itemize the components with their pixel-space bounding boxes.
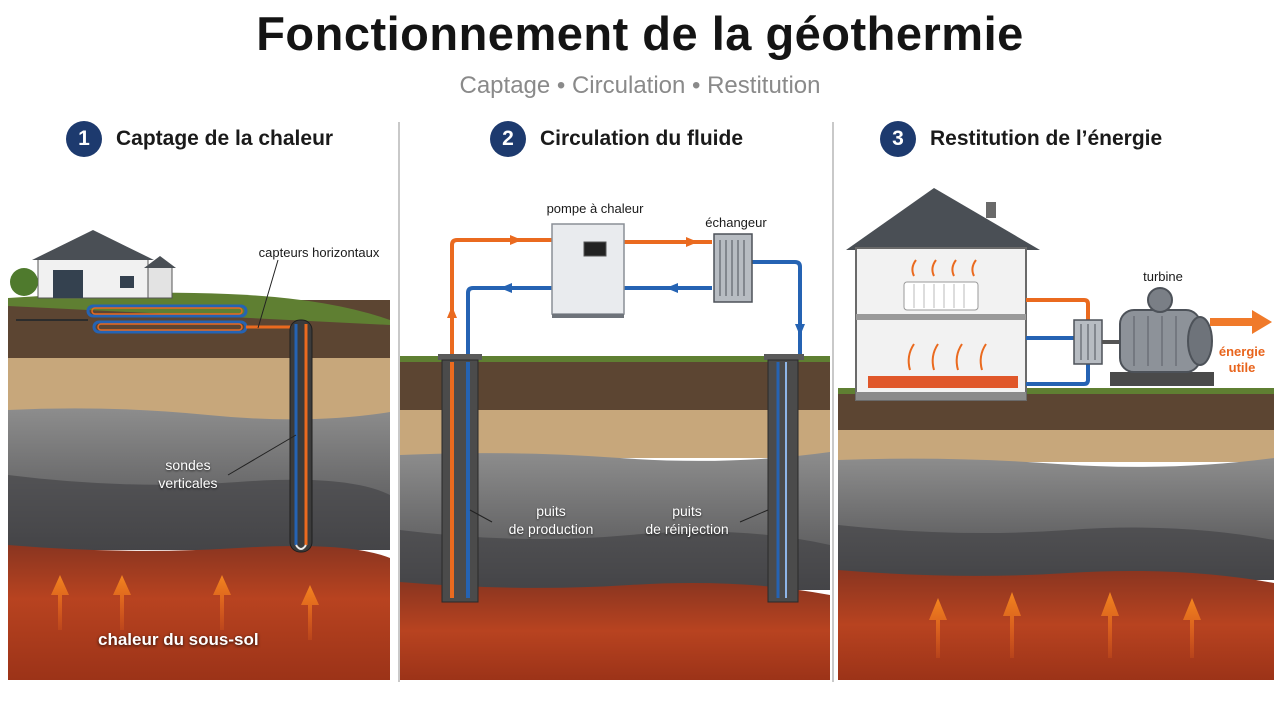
radiator-icon <box>903 281 979 311</box>
circulation-pipes <box>447 235 805 360</box>
house-icon <box>846 188 1040 401</box>
label-probes-line1: sondes <box>165 457 211 473</box>
circulation-illustration <box>400 223 830 680</box>
magma-layer <box>838 570 1274 680</box>
section-number-2: 2 <box>490 121 526 157</box>
heat-arrow-icon <box>51 575 319 640</box>
magma-layer <box>8 545 390 680</box>
divider-2 <box>832 122 834 682</box>
house-icon <box>10 230 176 299</box>
heat-pump-icon <box>551 223 625 318</box>
label-probes-line2: verticales <box>158 475 218 491</box>
vertical-probe <box>289 319 313 553</box>
output-arrow-icon <box>1210 310 1272 334</box>
section-header-1: 1 Captage de la chaleur <box>66 120 333 158</box>
restitution-illustration <box>838 188 1274 680</box>
heat-arrow-icon <box>929 592 1201 658</box>
label-underground-heat: chaleur du sous-sol <box>98 630 259 649</box>
grass-surface <box>8 292 390 325</box>
page-subtitle: Captage • Circulation • Restitution <box>459 72 821 99</box>
section-title-3: Restitution de l’énergie <box>930 127 1163 150</box>
heat-exchanger-icon <box>713 233 753 303</box>
horizontal-collectors <box>16 304 298 334</box>
label-turbine: turbine <box>1143 269 1183 284</box>
panel-circulation: pompe à chaleur échangeur puits de produ… <box>400 190 830 680</box>
label-production-line2: de production <box>508 521 594 537</box>
captage-illustration <box>8 230 390 680</box>
section-title-1: Captage de la chaleur <box>116 127 334 150</box>
reinjection-well <box>764 354 804 603</box>
page-title: Fonctionnement de la géothermie <box>256 7 1024 60</box>
section-title-2: Circulation du fluide <box>540 127 743 150</box>
production-well <box>438 354 482 603</box>
section-number-1: 1 <box>66 121 102 157</box>
section-header-3: 3 Restitution de l’énergie <box>880 120 1162 158</box>
divider-1 <box>398 122 400 682</box>
sand-layer <box>838 430 1274 462</box>
label-reinjection-line1: puits <box>672 503 702 519</box>
label-production-line1: puits <box>536 503 566 519</box>
label-horizontal-collectors: capteurs horizontaux <box>258 245 380 260</box>
label-useful-energy-line2: utile <box>1228 360 1256 375</box>
label-reinjection-line2: de réinjection <box>645 521 729 537</box>
underfloor-heating <box>868 376 1018 388</box>
label-heat-pump: pompe à chaleur <box>546 201 644 216</box>
panel-captage: capteurs horizontaux sondes verticales c… <box>8 220 390 680</box>
section-number-3: 3 <box>880 121 916 157</box>
turbine-icon <box>1110 287 1214 386</box>
label-useful-energy-line1: énergie <box>1218 344 1266 359</box>
label-exchanger: échangeur <box>705 215 767 230</box>
magma-layer <box>400 582 830 680</box>
panel-restitution: turbine énergie utile <box>838 180 1274 680</box>
heat-exchanger-icon <box>1073 319 1103 365</box>
section-header-2: 2 Circulation du fluide <box>490 120 743 158</box>
